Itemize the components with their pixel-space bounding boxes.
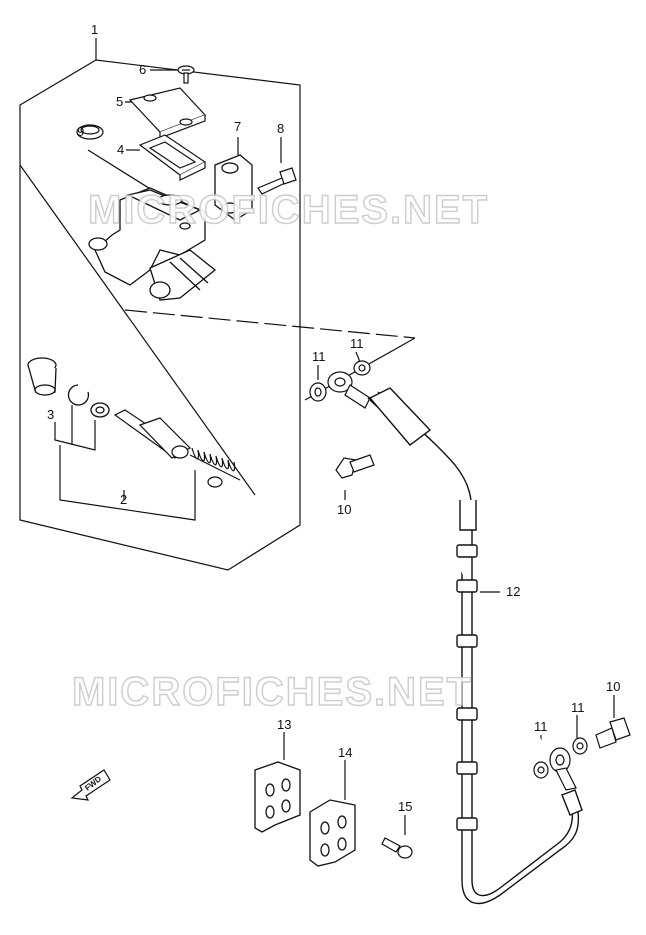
callout-4: 4 [117,142,125,157]
bracket-part-14 [309,799,356,867]
screw-part-6 [177,65,195,84]
master-cylinder-body [88,187,217,301]
projection-line-2 [124,309,416,339]
fwd-arrow-icon [70,769,111,801]
diaphragm-part-4 [138,134,207,181]
washer-11-d [572,737,588,755]
clamp-part-7 [214,154,253,221]
watermark-top: MICROFICHES.NET [87,187,490,232]
piston-assembly [113,409,241,488]
callout-7: 7 [234,119,242,134]
callout-11-b: 11 [350,336,364,351]
callout-12: 12 [506,584,521,599]
banjo-bolt-10-bottom [595,717,631,749]
washer [90,402,110,418]
banjo-fitting-bottom [549,747,577,791]
callout-10-top: 10 [337,502,352,517]
watermark-bottom: MICROFICHES.NET [71,669,474,714]
banjo-bolt-10-top [335,454,375,479]
callout-6: 6 [139,62,147,77]
callout-1: 1 [91,22,99,37]
brake-hose-part-12 [367,387,583,905]
callout-11-c: 11 [534,719,548,734]
bolt-part-8 [257,167,297,195]
washer-11-a [309,382,327,402]
callout-5: 5 [116,94,124,109]
bolt-part-15 [381,837,413,859]
callout-11-a: 11 [312,349,326,364]
float-part-9 [76,124,104,140]
callout-10-bottom: 10 [606,679,621,694]
callout-14: 14 [338,745,353,760]
leader-11b [355,351,361,363]
callout-15: 15 [398,799,413,814]
callout-9: 9 [77,124,85,139]
callout-8: 8 [277,121,285,136]
projection-line-1 [19,164,256,496]
callout-3: 3 [47,407,55,422]
boot-part-3 [27,357,57,396]
washer-11-b [353,360,371,376]
callout-11-d: 11 [571,700,585,715]
washer-11-c [533,761,549,779]
leader-2 [59,445,196,521]
circlip [67,384,90,406]
reservoir-cap-part-5 [128,87,207,139]
leader-3 [54,420,96,451]
callout-13: 13 [277,717,292,732]
banjo-fitting-top [327,371,371,409]
bracket-part-13 [254,761,301,833]
callout-2: 2 [120,492,128,507]
